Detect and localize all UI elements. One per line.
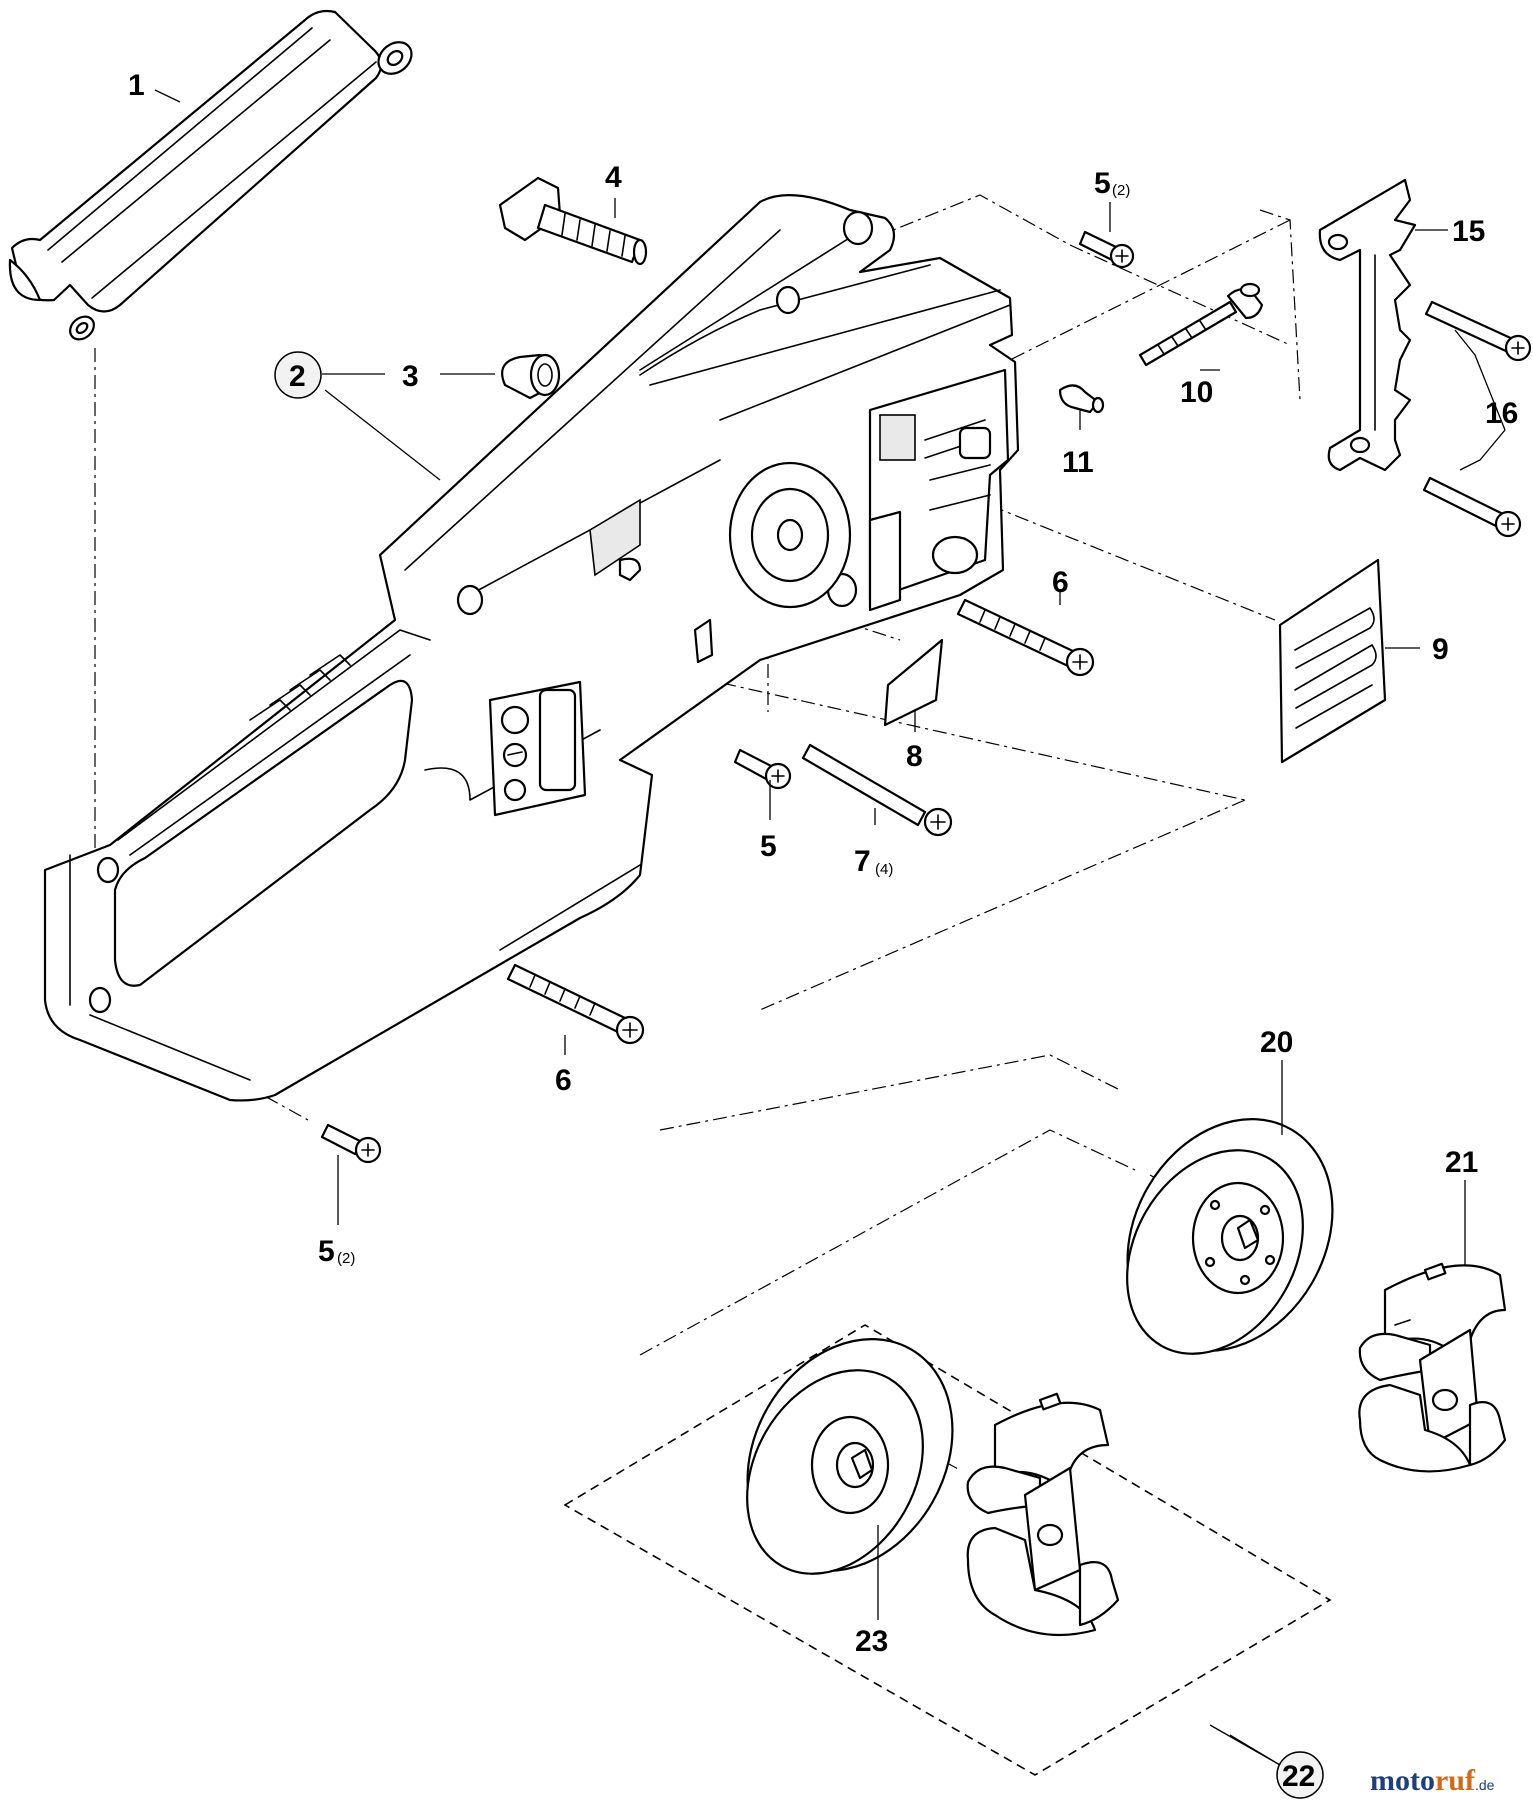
label-part-3: 3 (402, 360, 419, 393)
part-8-plate (883, 638, 944, 727)
label-part-22: 22 (1282, 1760, 1315, 1793)
part-10-adjust-screw (1138, 282, 1264, 367)
leader-lines (154, 89, 1506, 1766)
part-22-clutch-kit-box (563, 1324, 1332, 1776)
part-5-screw-bottom (320, 1123, 382, 1164)
label-part-5-bottom: 5 (318, 1235, 335, 1268)
part-22-kit-clutch (966, 1392, 1120, 1637)
part-6-bolt-lower (506, 963, 645, 1045)
part-1-top-handle-cover (8, 9, 413, 341)
part-2-main-chassis (43, 194, 1020, 1102)
part-7-long-screw (801, 743, 953, 837)
part-6-bolt-upper (956, 598, 1095, 677)
watermark-part-3: .de (1475, 1777, 1495, 1793)
svg-text:motoruf.de: motoruf.de (1370, 1764, 1495, 1797)
part-9-guide-plate (1278, 558, 1387, 764)
label-part-1: 1 (128, 69, 145, 102)
part-23-kit-drum (746, 1338, 954, 1575)
label-part-5-bottom-qty: (2) (337, 1250, 355, 1267)
label-part-21: 21 (1445, 1146, 1478, 1179)
watermark-part-2: ruf (1435, 1764, 1476, 1797)
part-20-clutch-drum (1126, 1118, 1334, 1355)
label-part-11: 11 (1062, 446, 1094, 479)
part-3-bushing (501, 353, 561, 400)
label-part-16: 16 (1485, 397, 1518, 430)
label-part-23: 23 (855, 1625, 888, 1658)
label-part-9: 9 (1432, 633, 1449, 666)
part-number-labels: 1 2 3 4 5 (2) 10 11 15 16 6 9 8 5 7 (4) … (128, 69, 1518, 1799)
label-part-15: 15 (1452, 215, 1485, 248)
part-21-clutch (1358, 1262, 1507, 1473)
part-5-screw-middle (733, 748, 792, 790)
watermark-logo: motoruf.de (1370, 1764, 1495, 1797)
label-circle-part-2 (274, 351, 322, 399)
label-part-7: 7 (854, 845, 871, 878)
part-4-large-bolt (498, 176, 648, 266)
label-part-4: 4 (605, 161, 622, 194)
label-circle-part-22 (1276, 1751, 1324, 1799)
label-part-6-upper: 6 (1052, 566, 1069, 599)
label-part-7-qty: (4) (875, 861, 893, 878)
label-part-5-middle: 5 (760, 830, 777, 863)
label-part-20: 20 (1260, 1026, 1293, 1059)
label-part-6-lower: 6 (555, 1064, 572, 1097)
label-part-10: 10 (1180, 376, 1213, 409)
label-part-8: 8 (906, 740, 923, 773)
part-5-screw-top (1078, 230, 1135, 269)
part-15-spike-bumper (1318, 178, 1417, 472)
watermark-part-1: moto (1370, 1764, 1435, 1797)
label-part-5-top: 5 (1094, 167, 1111, 200)
part-11-pin (1058, 384, 1105, 414)
part-16-screw-lower (1422, 476, 1522, 538)
label-part-5-top-qty: (2) (1112, 182, 1130, 199)
label-part-2: 2 (289, 360, 306, 393)
part-16-screw-upper (1424, 300, 1532, 362)
